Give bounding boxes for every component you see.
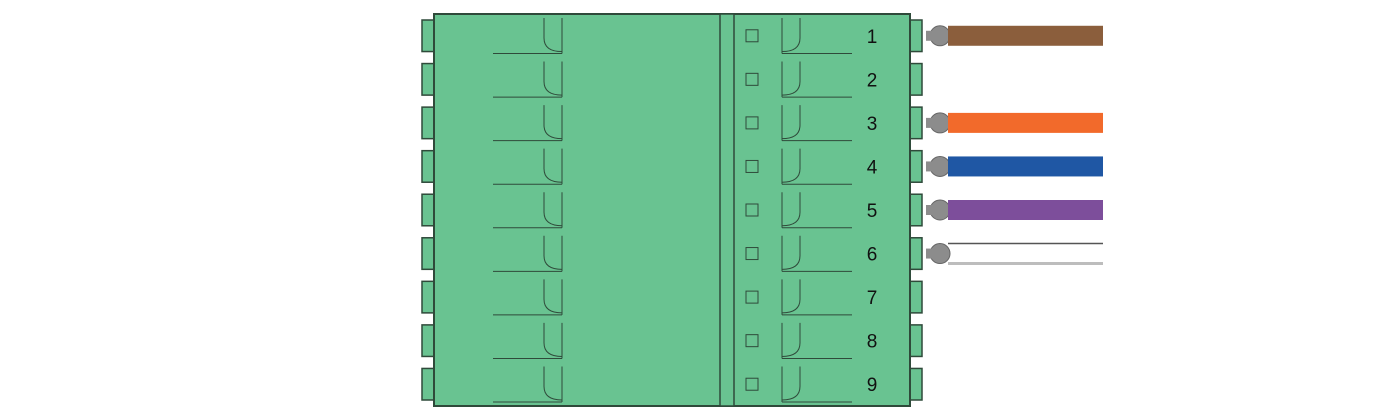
right-clamp-slot bbox=[781, 18, 852, 55]
left-clamp-slot bbox=[493, 18, 563, 55]
screw-hole bbox=[745, 29, 759, 43]
pin-label-9: 9 bbox=[867, 375, 878, 396]
pin-label-2: 2 bbox=[867, 70, 878, 91]
pin-label-6: 6 bbox=[867, 245, 878, 266]
connector-body bbox=[433, 13, 911, 407]
right-clamp-slot bbox=[781, 235, 852, 272]
left-clamp-slots bbox=[493, 18, 563, 403]
screw-holes bbox=[745, 29, 759, 391]
screw-hole bbox=[745, 203, 759, 217]
left-clamp-slot bbox=[493, 235, 563, 272]
screw-hole bbox=[745, 334, 759, 348]
left-clamp-slot bbox=[493, 148, 563, 185]
ferrule-sleeve bbox=[926, 117, 936, 128]
pin-label-7: 7 bbox=[867, 288, 878, 309]
right-clamp-slot bbox=[781, 279, 852, 316]
pin-label-3: 3 bbox=[867, 114, 878, 135]
wires bbox=[926, 25, 1103, 266]
divider-bar bbox=[719, 13, 735, 407]
right-clamp-slot bbox=[781, 322, 852, 359]
right-clamp-slot bbox=[781, 105, 852, 142]
pin-label-8: 8 bbox=[867, 332, 878, 353]
wire-blue bbox=[948, 156, 1103, 177]
pin-label-1: 1 bbox=[867, 27, 878, 48]
left-clamp-slot bbox=[493, 322, 563, 359]
body-divider bbox=[719, 13, 735, 407]
right-clamp-slot bbox=[781, 148, 852, 185]
ferrule-sleeve bbox=[926, 30, 936, 41]
left-clamp-slot bbox=[493, 105, 563, 142]
right-clamp-slot bbox=[781, 61, 852, 98]
wire-brown bbox=[948, 25, 1103, 46]
left-clamp-slot bbox=[493, 192, 563, 229]
wire-orange bbox=[948, 112, 1103, 133]
wire-purple bbox=[948, 200, 1103, 220]
screw-hole bbox=[745, 247, 759, 261]
pin-label-4: 4 bbox=[867, 157, 878, 178]
screw-hole bbox=[745, 72, 759, 86]
screw-hole bbox=[745, 377, 759, 391]
left-clamp-slot bbox=[493, 279, 563, 316]
screw-hole bbox=[745, 116, 759, 130]
pin-label-5: 5 bbox=[867, 201, 878, 222]
left-clamp-slot bbox=[493, 366, 563, 403]
right-clamp-slots bbox=[781, 18, 852, 403]
ferrule-sleeve bbox=[926, 205, 936, 215]
screw-hole bbox=[745, 159, 759, 173]
screw-hole bbox=[745, 290, 759, 304]
right-clamp-slot bbox=[781, 366, 852, 403]
right-clamp-slot bbox=[781, 192, 852, 229]
ferrule-sleeve bbox=[926, 161, 936, 172]
pin-labels: 1 2 3 4 5 6 7 8 9 bbox=[867, 27, 878, 396]
left-clamp-slot bbox=[493, 61, 563, 98]
ferrule-sleeve bbox=[926, 248, 936, 259]
